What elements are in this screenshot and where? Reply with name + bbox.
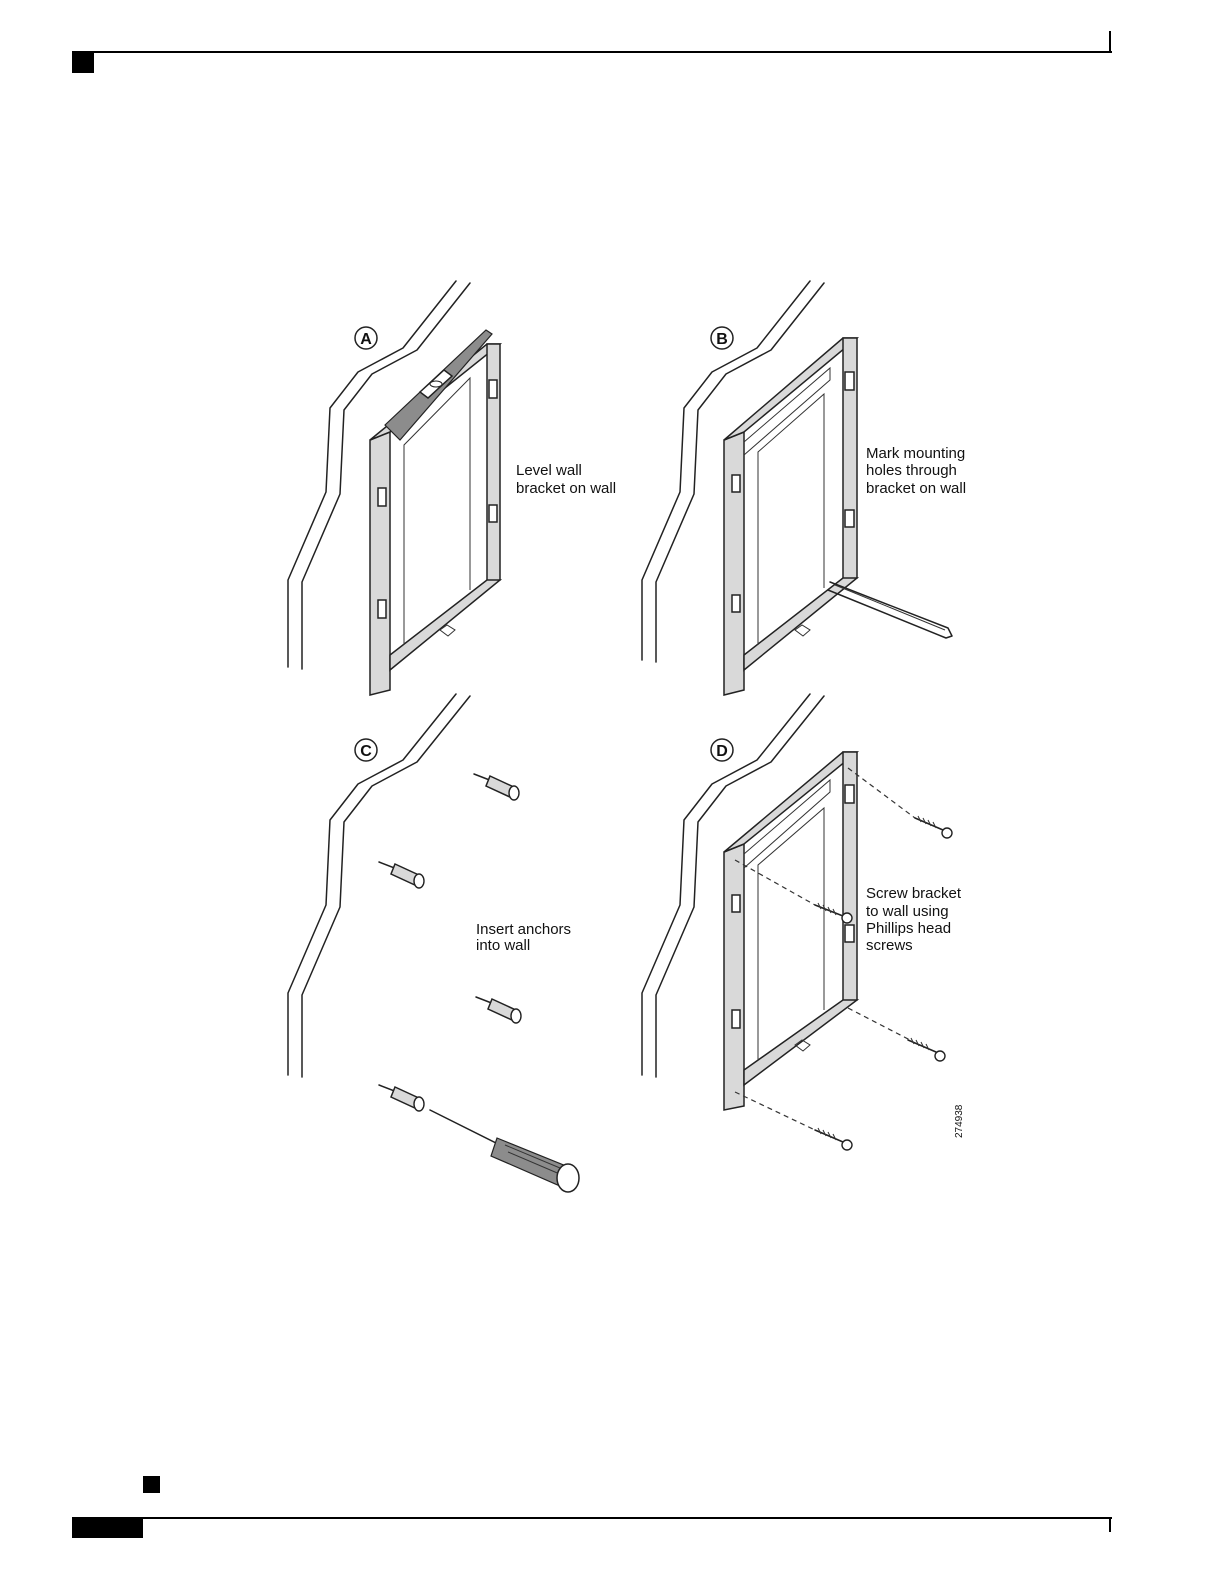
step-c-letter: C [360, 743, 372, 760]
bracket-b-left-rail [724, 432, 744, 695]
step-d-caption-line-3: Phillips head [866, 920, 951, 937]
bracket-b-top-rail [724, 338, 857, 440]
alignment-line [848, 768, 915, 818]
phillips-screw-icon [908, 1038, 945, 1061]
step-a-letter: A [360, 331, 372, 348]
bracket-d-bottom-rail [744, 1000, 857, 1085]
alignment-line [735, 1092, 815, 1130]
step-c-caption-line-1: Insert anchors [476, 921, 571, 938]
bracket-a-bottom-rail [390, 580, 500, 670]
panel-b: B Mark mounting holes through bracket on… [642, 281, 966, 695]
wall-anchor-icon [476, 997, 521, 1023]
alignment-line [848, 1008, 910, 1040]
bracket-d-left-rail [724, 844, 744, 1110]
bracket-a-left-rail [370, 432, 390, 695]
panel-d: D Screw bracket to wall using Phillips h… [642, 694, 965, 1150]
step-b-caption-line-3: bracket on wall [866, 480, 966, 497]
panel-a: A Level wall bracket on wall [288, 281, 616, 695]
step-d-letter: D [716, 743, 728, 760]
step-d-caption-line-4: screws [866, 937, 913, 954]
figure-number: 274938 [954, 1104, 965, 1138]
alignment-line [735, 860, 815, 905]
step-b-caption-line-2: holes through [866, 462, 957, 479]
wall-anchor-icon [379, 862, 424, 888]
step-b-letter: B [716, 331, 728, 348]
pencil-icon [828, 582, 952, 638]
panel-c: C Insert anchors into wall [288, 694, 579, 1192]
step-a-caption-line-1: Level wall [516, 462, 582, 479]
wall-anchor-icon [474, 774, 519, 800]
step-d-caption-line-1: Screw bracket [866, 885, 962, 902]
phillips-screw-icon [815, 1128, 852, 1150]
wall-anchor-icon [379, 1085, 424, 1111]
step-c-caption-line-2: into wall [476, 937, 530, 954]
step-a-caption-line-2: bracket on wall [516, 480, 616, 497]
screwdriver-icon [430, 1110, 579, 1192]
step-d-caption-line-2: to wall using [866, 903, 949, 920]
phillips-screw-icon [915, 816, 952, 838]
bracket-b-bottom-rail [744, 578, 857, 670]
step-b-caption-line-1: Mark mounting [866, 445, 965, 462]
